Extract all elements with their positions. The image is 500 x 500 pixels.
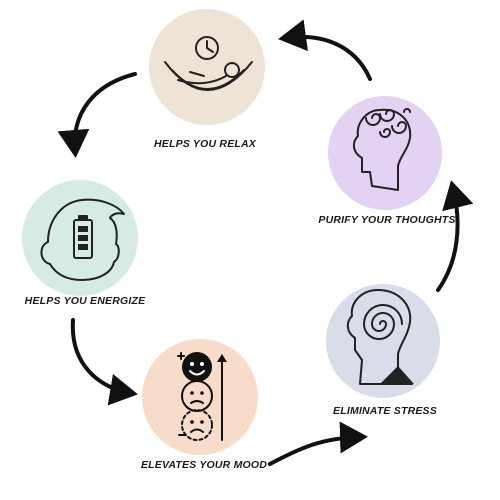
hammock-clock-icon [164, 36, 253, 91]
relax-circle [149, 9, 265, 125]
step-label-mood: ELEVATES YOUR MOOD [140, 459, 268, 471]
mood-circle [142, 339, 258, 455]
stress-circle [326, 284, 440, 398]
arrow-purify-to-relax [278, 19, 372, 81]
step-label-purify: PURIFY YOUR THOUGHTS [318, 214, 456, 226]
purify-circle [328, 96, 442, 210]
step-label-energize: HELPS YOU ENERGIZE [24, 295, 146, 307]
step-label-stress: ELIMINATE STRESS [333, 405, 437, 417]
head-spiral-icon [346, 289, 414, 385]
head-battery-icon [40, 198, 125, 281]
head-swirls-icon [352, 108, 412, 191]
arrow-stress-to-purify [436, 180, 474, 292]
step-label-relax: HELPS YOU RELAX [154, 138, 256, 150]
arrow-mood-to-stress [268, 421, 368, 466]
arrow-relax-to-energize [57, 72, 137, 158]
arrow-energize-to-mood [70, 318, 138, 406]
mood-faces-icon [177, 352, 227, 441]
